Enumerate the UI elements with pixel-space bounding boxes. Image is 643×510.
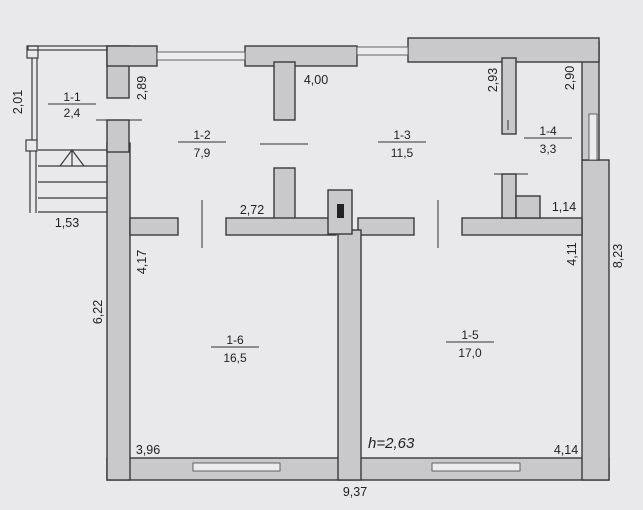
dim-r4-width: 1,14: [552, 200, 576, 214]
dim-r2-width: 2,72: [240, 203, 264, 217]
interior-walls: [129, 57, 583, 481]
dim-r3-width: 4,00: [304, 73, 328, 87]
dim-total-left: 6,22: [91, 300, 105, 324]
dim-r5-height: 4,11: [565, 242, 579, 265]
door-marks: [96, 119, 528, 248]
room-id: 1-2: [193, 128, 211, 142]
windows: [156, 46, 598, 472]
room-area: 7,9: [194, 146, 211, 160]
ceiling-height: h=2,63: [368, 435, 415, 452]
room-area: 16,5: [223, 351, 247, 365]
dim-r6-width: 3,96: [136, 443, 160, 457]
room-1-5-label: 1-5 17,0: [446, 328, 494, 360]
room-id: 1-6: [226, 333, 244, 347]
room-area: 2,4: [64, 106, 81, 120]
room-id: 1-1: [63, 90, 81, 104]
dimension-labels: 2,01 1,53 2,89 2,72 4,00 2,93 2,90 1,14 …: [11, 66, 625, 499]
dim-r6-height: 4,17: [135, 250, 149, 274]
dim-total-width: 9,37: [343, 485, 367, 499]
room-1-4-label: 1-4 3,3: [524, 124, 572, 156]
dim-r3-height: 2,93: [486, 68, 500, 92]
dim-r2-height: 2,89: [135, 76, 149, 100]
room-1-3-label: 1-3 11,5: [378, 128, 426, 160]
outer-walls: [106, 37, 610, 481]
room-1-6-label: 1-6 16,5: [211, 333, 259, 365]
room-area: 3,3: [540, 142, 557, 156]
dim-porch-height: 2,01: [11, 90, 25, 114]
room-area: 11,5: [391, 146, 414, 160]
dim-porch-width: 1,53: [55, 216, 79, 230]
room-id: 1-4: [539, 124, 557, 138]
room-area: 17,0: [458, 346, 482, 360]
room-1-1-label: 1-1 2,4: [48, 90, 96, 120]
dim-r5-width: 4,14: [554, 443, 578, 457]
room-1-2-label: 1-2 7,9: [178, 128, 226, 160]
room-id: 1-5: [461, 328, 479, 342]
porch: [25, 45, 108, 213]
dim-total-right: 8,23: [611, 244, 625, 268]
dim-r4-height: 2,90: [563, 66, 577, 90]
room-id: 1-3: [393, 128, 411, 142]
